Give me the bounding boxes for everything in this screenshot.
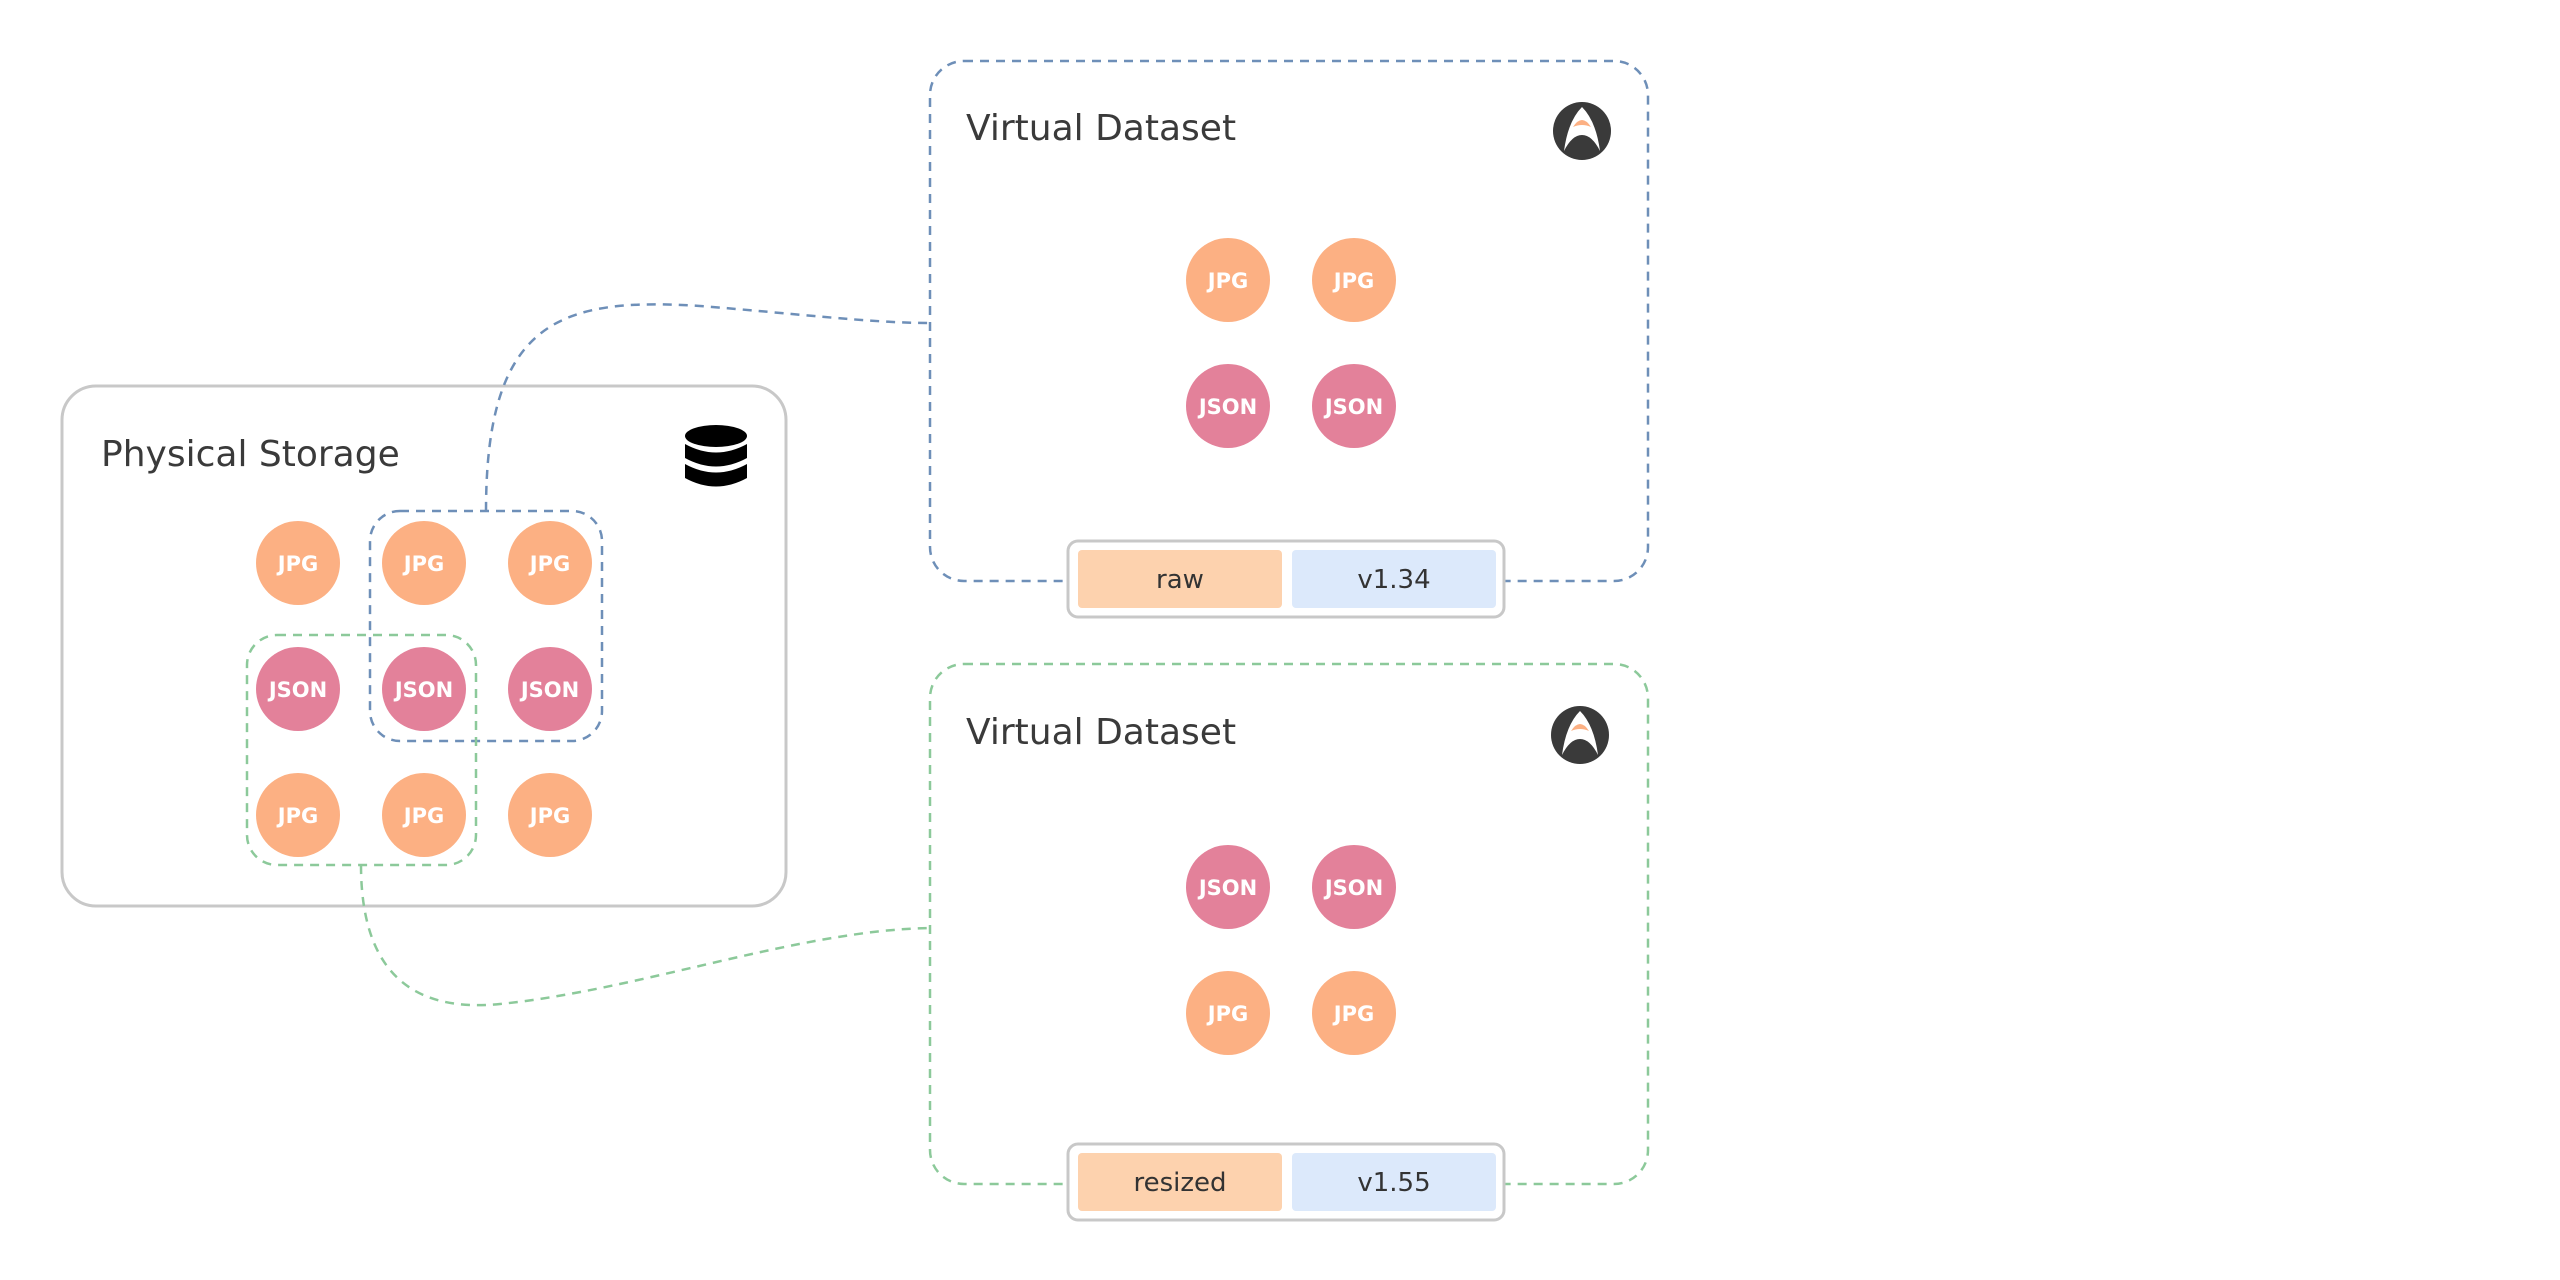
tag-version-label: v1.55 xyxy=(1357,1168,1430,1198)
json-file-badge: JSON xyxy=(1312,364,1396,448)
physical-storage-files: JPG JPG JPG JSON JSON JSON JPG JPG JPG xyxy=(256,521,592,857)
jpg-file-badge: JPG xyxy=(1312,238,1396,322)
resized-connector xyxy=(359,864,931,1007)
file-badge-label: JSON xyxy=(519,678,579,702)
file-badge-circle xyxy=(256,773,340,857)
file-badge-label: JPG xyxy=(276,552,318,576)
jpg-file-badge: JPG xyxy=(382,521,466,605)
file-badge-circle xyxy=(508,647,592,731)
virtual-dataset-files: JSON JSON JPG JPG xyxy=(1186,845,1396,1055)
file-badge-label: JSON xyxy=(1323,876,1383,900)
json-file-badge: JSON xyxy=(1186,845,1270,929)
virtual-dataset-resized: Virtual Dataset JSON JSON JPG JPG resized v… xyxy=(928,662,1650,1222)
jpg-file-badge: JPG xyxy=(508,773,592,857)
file-badge-label: JPG xyxy=(528,804,570,828)
file-badge-label: JSON xyxy=(1197,395,1257,419)
jpg-file-badge: JPG xyxy=(256,773,340,857)
virtual-dataset-title: Virtual Dataset xyxy=(966,108,1236,149)
jpg-file-badge: JPG xyxy=(508,521,592,605)
tag-name-label: resized xyxy=(1133,1168,1226,1198)
file-badge-label: JPG xyxy=(528,552,570,576)
file-badge-label: JSON xyxy=(393,678,453,702)
virtual-dataset-title: Virtual Dataset xyxy=(966,712,1236,753)
virtual-dataset-raw: Virtual Dataset JPG JPG JSON JSON raw v1.34 xyxy=(928,59,1650,619)
file-badge-circle xyxy=(1312,364,1396,448)
file-badge-circle xyxy=(382,521,466,605)
virtual-dataset-frame xyxy=(928,59,1650,583)
file-badge-circle xyxy=(508,773,592,857)
file-badge-label: JSON xyxy=(267,678,327,702)
jpg-file-badge: JPG xyxy=(1312,971,1396,1055)
jpg-file-badge: JPG xyxy=(1186,971,1270,1055)
json-file-badge: JSON xyxy=(1186,364,1270,448)
json-file-badge: JSON xyxy=(1312,845,1396,929)
json-file-badge: JSON xyxy=(382,647,466,731)
json-file-badge: JSON xyxy=(256,647,340,731)
file-badge-circle xyxy=(256,647,340,731)
file-badge-circle xyxy=(1312,971,1396,1055)
file-badge-label: JPG xyxy=(276,804,318,828)
file-badge-circle xyxy=(1186,971,1270,1055)
file-badge-label: JPG xyxy=(402,804,444,828)
database-icon xyxy=(685,425,747,487)
json-file-badge: JSON xyxy=(508,647,592,731)
file-badge-circle xyxy=(382,773,466,857)
file-badge-circle xyxy=(1186,238,1270,322)
physical-storage-frame xyxy=(60,384,788,908)
jpg-file-badge: JPG xyxy=(1186,238,1270,322)
virtual-dataset-frame xyxy=(928,662,1650,1186)
shark-logo-icon xyxy=(1553,102,1611,160)
file-badge-label: JPG xyxy=(1332,269,1374,293)
raw-connector xyxy=(484,303,931,512)
file-badge-circle xyxy=(1186,364,1270,448)
file-badge-label: JPG xyxy=(402,552,444,576)
file-badge-label: JPG xyxy=(1332,1002,1374,1026)
file-badge-circle xyxy=(382,647,466,731)
file-badge-circle xyxy=(256,521,340,605)
physical-storage-title: Physical Storage xyxy=(101,434,400,475)
jpg-file-badge: JPG xyxy=(382,773,466,857)
file-badge-circle xyxy=(1312,845,1396,929)
file-badge-circle xyxy=(1186,845,1270,929)
version-tag: raw v1.34 xyxy=(1066,539,1506,619)
file-badge-circle xyxy=(1312,238,1396,322)
file-badge-circle xyxy=(508,521,592,605)
file-badge-label: JSON xyxy=(1197,876,1257,900)
file-badge-label: JPG xyxy=(1206,1002,1248,1026)
version-tag: resized v1.55 xyxy=(1066,1142,1506,1222)
virtual-dataset-files: JPG JPG JSON JSON xyxy=(1186,238,1396,448)
tag-name-label: raw xyxy=(1156,565,1204,595)
file-badge-label: JSON xyxy=(1323,395,1383,419)
tag-version-label: v1.34 xyxy=(1357,565,1430,595)
file-badge-label: JPG xyxy=(1206,269,1248,293)
shark-logo-icon xyxy=(1551,706,1609,764)
jpg-file-badge: JPG xyxy=(256,521,340,605)
